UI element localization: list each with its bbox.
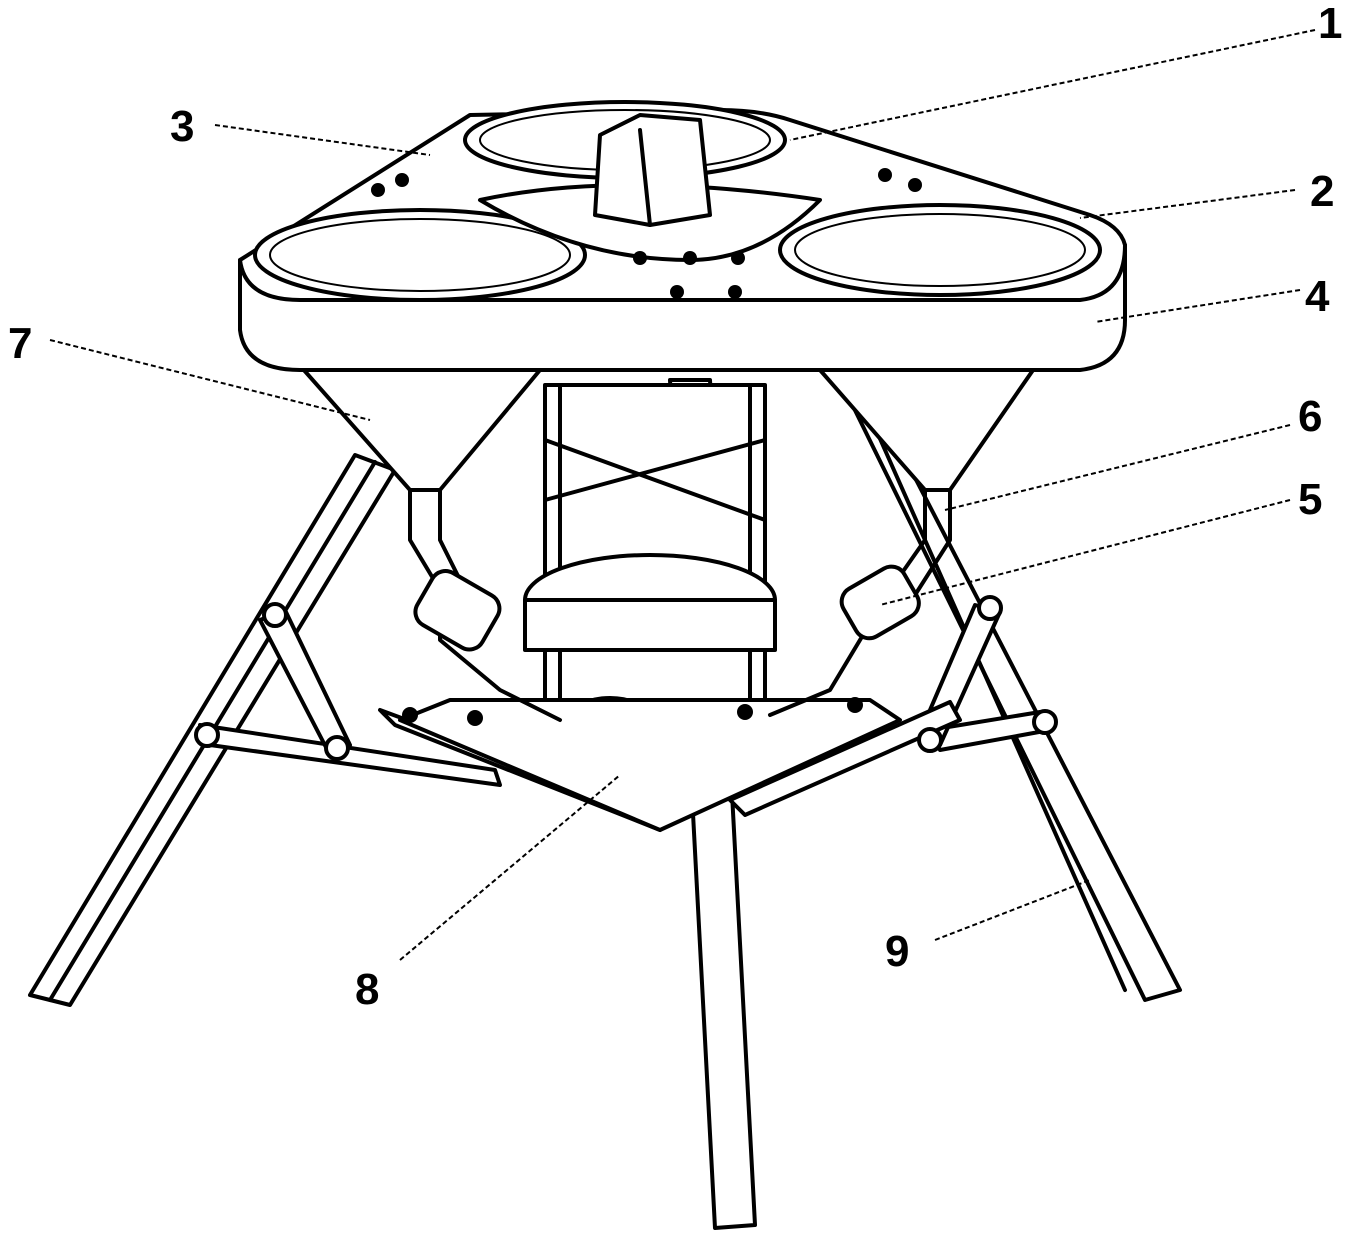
callout-9: 9 xyxy=(885,930,909,974)
callout-5: 5 xyxy=(1298,478,1322,522)
callout-6: 6 xyxy=(1298,395,1322,439)
callout-7: 7 xyxy=(8,322,32,366)
top-plate xyxy=(240,102,1125,370)
callout-2: 2 xyxy=(1310,170,1334,214)
callout-8: 8 xyxy=(355,968,379,1012)
callout-4: 4 xyxy=(1305,275,1329,319)
callout-3: 3 xyxy=(170,105,194,149)
callout-1: 1 xyxy=(1318,2,1342,46)
